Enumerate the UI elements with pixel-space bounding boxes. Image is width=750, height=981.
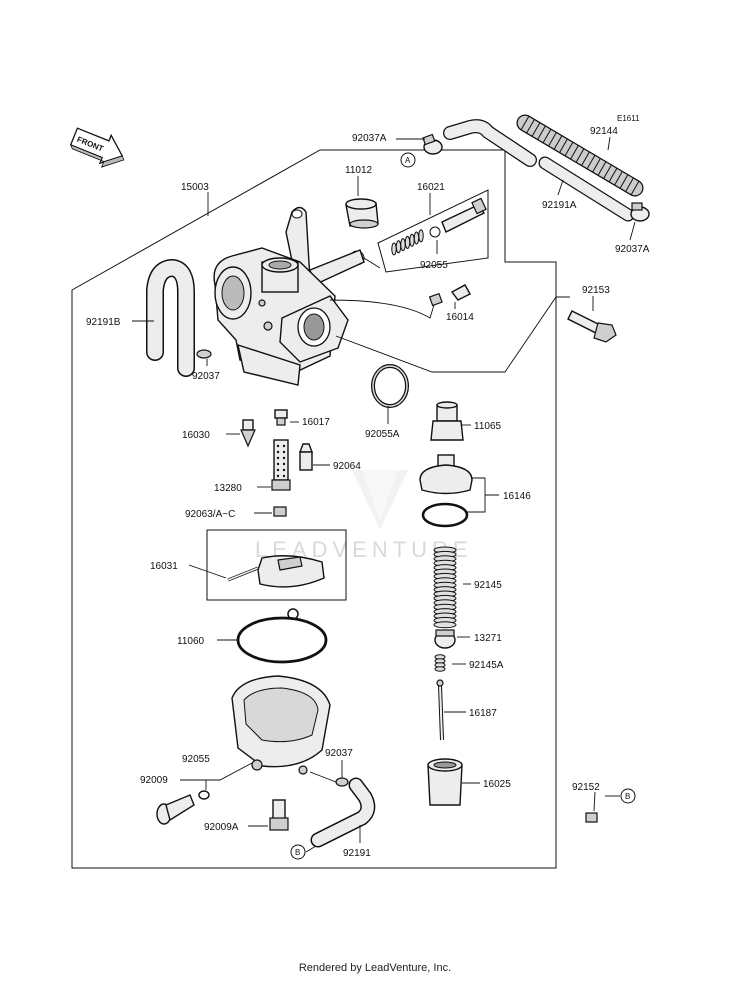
- label-92144: 92144: [590, 126, 618, 137]
- spring-92144: [516, 114, 644, 197]
- label-92191: 92191: [343, 848, 371, 859]
- part-labels: 15003 11012 16021 92055 16014 92191B 920…: [86, 126, 650, 859]
- screw-92064: [298, 443, 314, 471]
- label-11065: 11065: [474, 421, 502, 432]
- throttle-valve-16025: [427, 758, 463, 806]
- label-92145a: 92145A: [469, 660, 504, 671]
- top-cap-16146: [419, 454, 473, 528]
- screw-92009: [156, 794, 195, 825]
- retainer-13271: [434, 629, 456, 649]
- leader-lines: [132, 136, 636, 853]
- footer-credit: Rendered by LeadVenture, Inc.: [298, 962, 452, 974]
- label-92009: 92009: [140, 775, 168, 786]
- clip-92037: [196, 349, 212, 359]
- float-valve-16030: [240, 419, 256, 448]
- clamp-92037a-top: [422, 133, 443, 155]
- svg-text:B: B: [295, 848, 300, 857]
- hose-92191b: [146, 258, 195, 377]
- o-ring-92055a: [371, 364, 409, 408]
- label-16017: 16017: [302, 417, 330, 428]
- cap-11065: [430, 401, 464, 441]
- label-16030: 16030: [182, 430, 210, 441]
- label-92191b: 92191B: [86, 317, 121, 328]
- assembly-frame: [71, 149, 557, 869]
- clip-92037-low: [335, 777, 349, 787]
- label-13280: 13280: [214, 483, 242, 494]
- front-arrow-icon: FRONT: [69, 127, 125, 168]
- label-92152: 92152: [572, 782, 600, 793]
- cap-11012: [345, 198, 379, 229]
- svg-text:B: B: [625, 792, 630, 801]
- watermark-logo: [352, 470, 408, 530]
- diagram-code: E1611: [617, 114, 640, 123]
- spring-92145: [433, 546, 457, 629]
- hose-92191a: [538, 156, 635, 222]
- label-92191a: 92191A: [542, 200, 577, 211]
- label-92037-low: 92037: [325, 748, 353, 759]
- needle-jet-13280: [271, 439, 291, 491]
- label-92037a-right: 92037A: [615, 244, 650, 255]
- bolt-92153: [567, 310, 617, 343]
- label-92064: 92064: [333, 461, 361, 472]
- svg-text:A: A: [405, 156, 411, 165]
- o-ring-92055-low: [198, 790, 210, 800]
- label-16146: 16146: [503, 491, 531, 502]
- label-92055a: 92055A: [365, 429, 400, 440]
- screw-92152: [585, 812, 598, 823]
- hose-92191: [310, 777, 376, 848]
- spring-92145a: [434, 654, 446, 672]
- label-11012: 11012: [345, 165, 373, 176]
- plug-92063: [273, 506, 287, 517]
- label-92055-low: 92055: [182, 754, 210, 765]
- gasket-11060: [236, 608, 328, 664]
- carburetor-body-15003: [213, 206, 365, 386]
- float-bowl: [231, 675, 331, 775]
- clamp-92037a-right: [630, 202, 650, 222]
- jet-16017: [274, 409, 288, 426]
- label-16021: 16021: [417, 182, 445, 193]
- label-92145: 92145: [474, 580, 502, 591]
- screw-92009a: [269, 799, 289, 831]
- label-16014: 16014: [446, 312, 474, 323]
- label-13271: 13271: [474, 633, 502, 644]
- label-16187: 16187: [469, 708, 497, 719]
- ref-circle-b-bottom: B: [290, 844, 306, 860]
- ref-circle-a-top: A: [400, 152, 416, 168]
- idle-screw-16021: [391, 197, 487, 256]
- label-16025: 16025: [483, 779, 511, 790]
- label-92037: 92037: [192, 371, 220, 382]
- inset-box-16021: [377, 189, 489, 273]
- jet-needle-16187: [436, 679, 444, 741]
- label-11060: 11060: [177, 636, 205, 647]
- inset-box-16031: [206, 529, 347, 601]
- float-16031: [227, 555, 325, 588]
- label-92037a-top: 92037A: [352, 133, 387, 144]
- label-92009a: 92009A: [204, 822, 239, 833]
- label-92063: 92063/A~C: [185, 509, 235, 520]
- label-92153: 92153: [582, 285, 610, 296]
- label-15003: 15003: [181, 182, 209, 193]
- pilot-screw-16014: [428, 284, 471, 307]
- label-92055: 92055: [420, 260, 448, 271]
- ref-circle-b-right: B: [620, 788, 636, 804]
- label-16031: 16031: [150, 561, 178, 572]
